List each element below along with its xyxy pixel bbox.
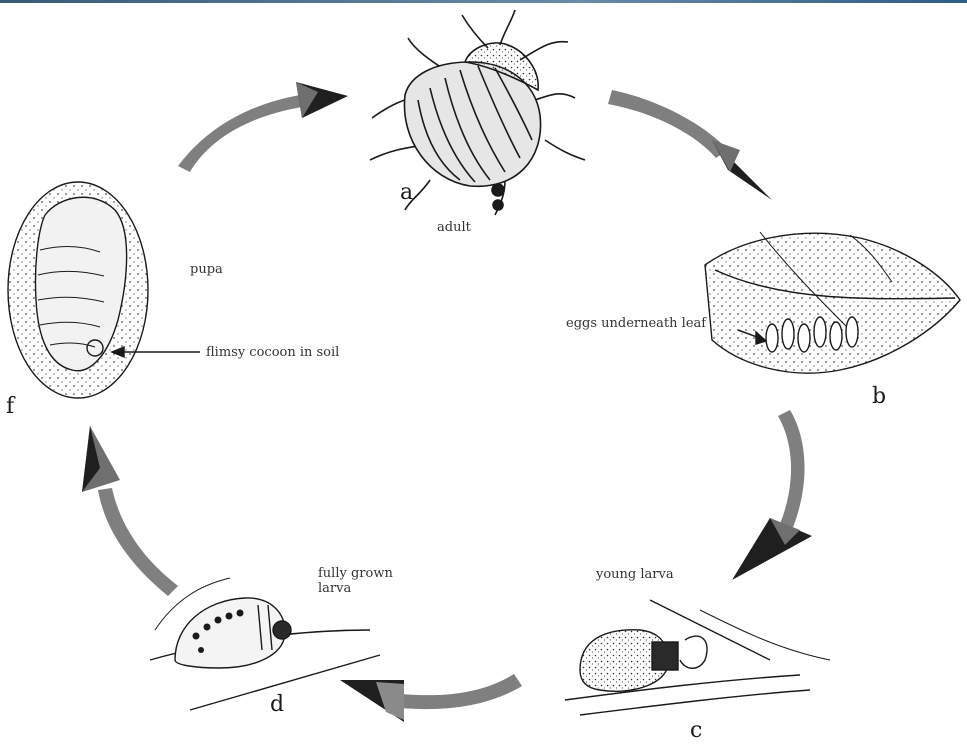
pupa-illustration xyxy=(8,182,200,398)
arrow-adult-to-eggs xyxy=(608,90,772,200)
caption-eggs: eggs underneath leaf xyxy=(566,316,706,331)
arrow-grown-larva-to-pupa xyxy=(82,426,178,596)
stage-label-f: f xyxy=(6,394,14,419)
caption-young-larva: young larva xyxy=(596,567,674,582)
caption-adult: adult xyxy=(437,220,471,235)
stage-label-a: a xyxy=(400,180,413,205)
stage-label-d: d xyxy=(270,692,284,717)
stage-label-c: c xyxy=(690,718,702,743)
arrow-eggs-to-young-larva xyxy=(732,410,812,580)
caption-cocoon: flimsy cocoon in soil xyxy=(206,345,339,360)
arrow-young-to-grown-larva xyxy=(340,674,522,722)
arrow-pupa-to-adult xyxy=(178,82,348,172)
eggs-on-leaf-illustration xyxy=(705,232,960,373)
caption-pupa: pupa xyxy=(190,262,223,277)
grown-larva-illustration xyxy=(150,578,380,710)
caption-grown-larva: fully grown larva xyxy=(318,566,398,596)
stage-label-b: b xyxy=(872,384,886,409)
young-larva-illustration xyxy=(565,600,830,715)
